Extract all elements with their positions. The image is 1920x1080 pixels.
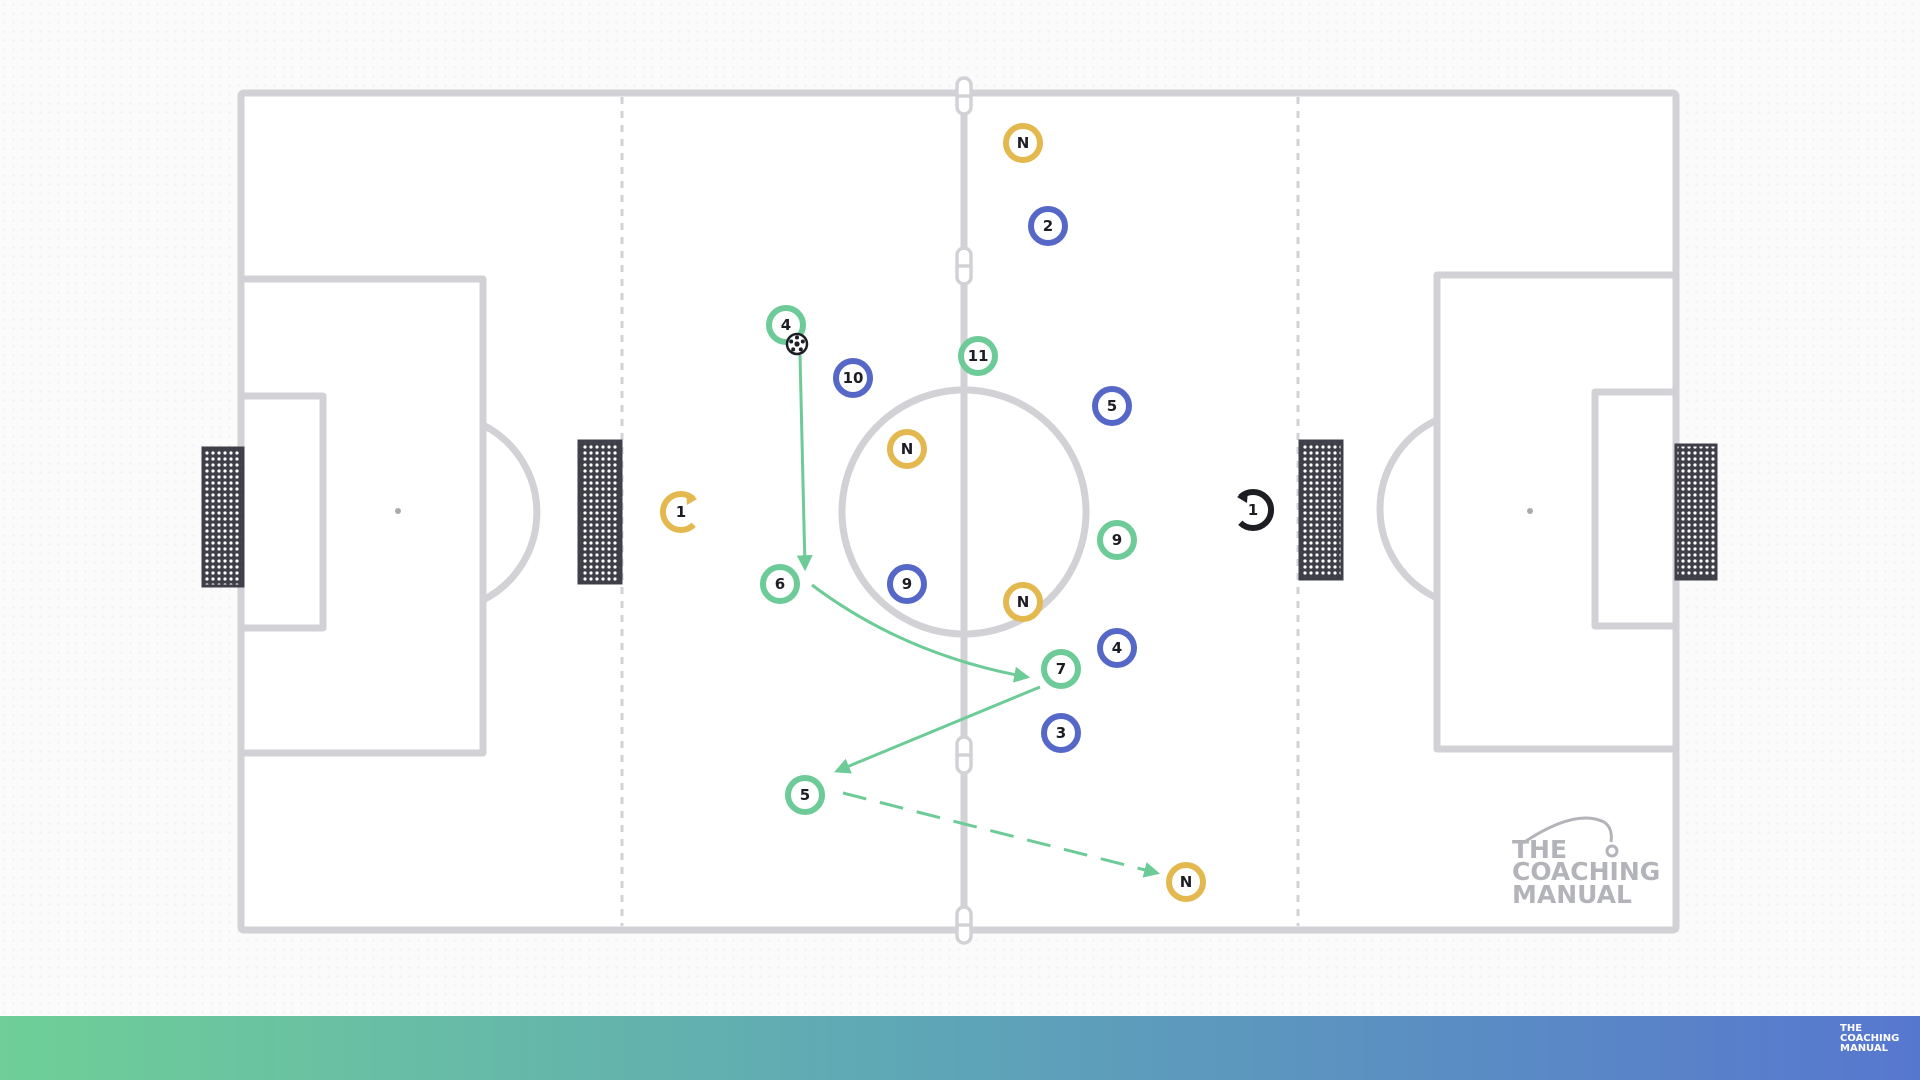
goalkeeper-marker bbox=[1238, 489, 1274, 531]
player-marker bbox=[887, 429, 927, 469]
player-marker bbox=[1003, 123, 1043, 163]
brand-watermark: THE COACHING MANUAL bbox=[1512, 816, 1660, 909]
player-marker bbox=[958, 336, 998, 376]
player-green: 7 bbox=[1041, 649, 1081, 689]
player-number: 9 bbox=[1112, 531, 1122, 549]
player-marker bbox=[1097, 520, 1137, 560]
right-penalty-spot bbox=[1527, 508, 1533, 514]
full-size-goal-left bbox=[201, 446, 245, 588]
player-number: 4 bbox=[781, 316, 791, 334]
player-neutral: N bbox=[887, 429, 927, 469]
pass-arrow bbox=[834, 685, 1041, 774]
player-number: 3 bbox=[1056, 724, 1066, 742]
player-number: N bbox=[1017, 134, 1030, 152]
player-green: 11 bbox=[958, 336, 998, 376]
footer-logo-line-the: THE bbox=[1840, 1023, 1863, 1034]
player-number: 11 bbox=[968, 347, 989, 365]
player-blue: 4 bbox=[1097, 628, 1137, 668]
player-marker bbox=[833, 358, 873, 398]
player-number: 7 bbox=[1056, 660, 1066, 678]
player-neutral: N bbox=[1003, 123, 1043, 163]
soccer-ball-icon bbox=[785, 332, 809, 356]
goalkeeper-yellow: 1 bbox=[660, 491, 697, 533]
footer-logo-line-manual: MANUAL bbox=[1840, 1043, 1888, 1054]
dashed-pass-arrow bbox=[842, 791, 1161, 878]
player-marker bbox=[1041, 649, 1081, 689]
player-green: 6 bbox=[760, 564, 800, 604]
player-number: N bbox=[1017, 593, 1030, 611]
player-marker bbox=[1097, 628, 1137, 668]
pass-arrow bbox=[811, 583, 1031, 683]
brand-swoosh-icon bbox=[1522, 816, 1613, 845]
player-green: 9 bbox=[1097, 520, 1137, 560]
player-number: 10 bbox=[843, 369, 864, 387]
goalkeeper-marker bbox=[660, 491, 696, 533]
mannequin-marker bbox=[955, 246, 973, 286]
player-number: N bbox=[901, 440, 914, 458]
full-size-goal-right bbox=[1674, 443, 1718, 581]
run-arrow bbox=[796, 354, 813, 572]
right-penalty-arc bbox=[1376, 416, 1439, 602]
goalkeeper-number: 1 bbox=[676, 503, 686, 521]
mannequin-marker bbox=[955, 76, 973, 116]
player-number: 5 bbox=[800, 786, 810, 804]
player-number: 5 bbox=[1107, 397, 1117, 415]
player-number: 4 bbox=[1112, 639, 1122, 657]
left-penalty-spot bbox=[395, 508, 401, 514]
player-blue: 10 bbox=[833, 358, 873, 398]
brand-line-the: THE bbox=[1512, 835, 1567, 864]
centre-circle bbox=[838, 386, 1090, 638]
goalkeeper-arrow-icon bbox=[1237, 490, 1248, 503]
mini-goal-right bbox=[1298, 439, 1344, 581]
mannequin-marker bbox=[955, 905, 973, 945]
player-green: 5 bbox=[785, 775, 825, 815]
brand-line-manual: MANUAL bbox=[1512, 880, 1632, 909]
player-neutral: N bbox=[1166, 862, 1206, 902]
player-marker bbox=[1003, 582, 1043, 622]
player-marker bbox=[887, 564, 927, 604]
footer-logo-line-coaching: COACHING bbox=[1840, 1033, 1900, 1044]
brand-line-coaching: COACHING bbox=[1512, 857, 1660, 886]
goalkeeper-arrow-icon bbox=[686, 492, 697, 505]
footer-gradient-bar: THE COACHING MANUAL bbox=[0, 1016, 1920, 1080]
footer-logo: THE COACHING MANUAL bbox=[1840, 1024, 1910, 1054]
player-blue: 5 bbox=[1092, 386, 1132, 426]
player-neutral: N bbox=[1003, 582, 1043, 622]
left-penalty-arc bbox=[481, 421, 541, 604]
player-marker bbox=[785, 775, 825, 815]
player-blue: 3 bbox=[1041, 713, 1081, 753]
mannequin-marker bbox=[955, 735, 973, 775]
player-number: 6 bbox=[775, 575, 785, 593]
player-marker bbox=[760, 564, 800, 604]
goalkeeper-number: 1 bbox=[1248, 501, 1258, 519]
player-marker bbox=[1166, 862, 1206, 902]
player-blue: 2 bbox=[1028, 206, 1068, 246]
player-number: 9 bbox=[902, 575, 912, 593]
player-marker bbox=[1028, 206, 1068, 246]
player-number: 2 bbox=[1043, 217, 1053, 235]
mini-goal-left bbox=[577, 439, 623, 585]
player-number: N bbox=[1180, 873, 1193, 891]
player-marker bbox=[1041, 713, 1081, 753]
player-blue: 9 bbox=[887, 564, 927, 604]
player-marker bbox=[1092, 386, 1132, 426]
goalkeeper-black: 1 bbox=[1237, 489, 1274, 531]
pitch-surface bbox=[241, 93, 1676, 930]
